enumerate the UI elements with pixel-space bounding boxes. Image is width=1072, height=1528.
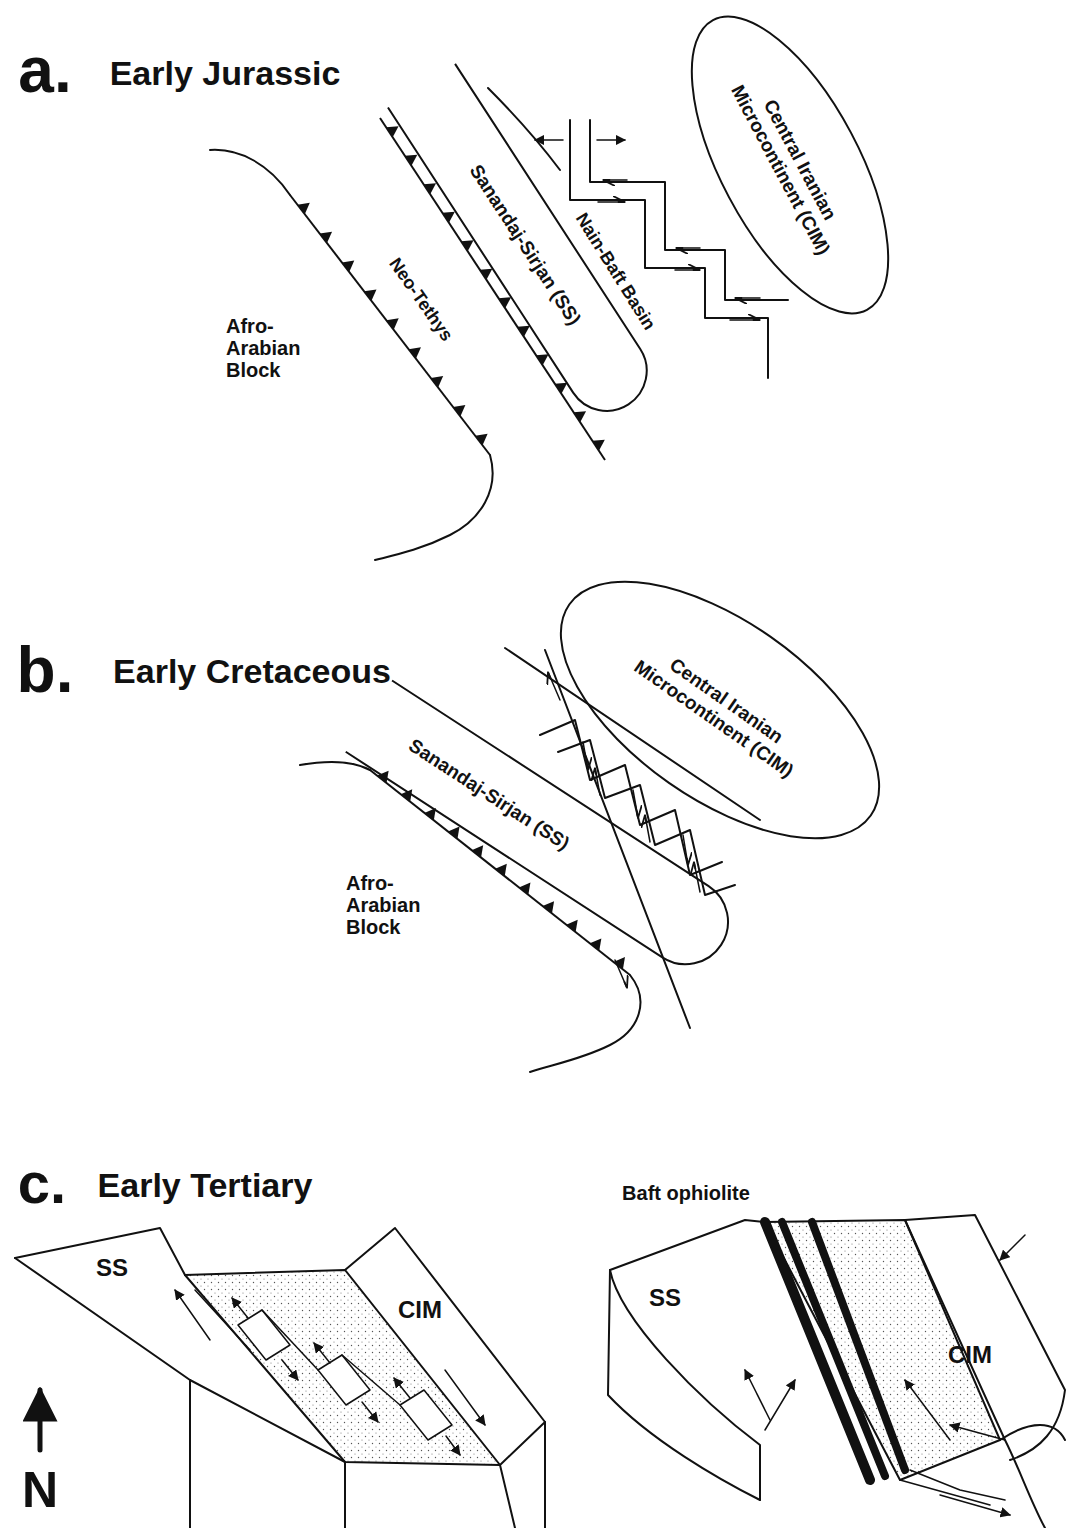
thrust-tooth (342, 261, 354, 272)
thrust-tooth (461, 240, 473, 251)
thrust-tooth (590, 938, 602, 950)
thrust-line (290, 195, 490, 455)
panel-title: Early Cretaceous (113, 653, 391, 690)
plate-name: Afro-Arabian Block (226, 315, 318, 381)
block-name: CIM (948, 1342, 992, 1368)
thrust-tooth (386, 318, 398, 329)
thrust-tooth (543, 901, 555, 913)
panel-title: Early Jurassic (110, 55, 341, 92)
thrust-tooth (495, 864, 507, 876)
terrane-band: Sanandaj-Sirjan (SS) (346, 680, 745, 980)
section-name: Baft ophiolite (622, 1182, 750, 1204)
thrust-tooth (320, 232, 332, 243)
thrust-tooth (448, 827, 460, 839)
panel-letter: c. (18, 1151, 66, 1215)
thrust-tooth (424, 183, 436, 194)
microcontinent-ellipse: Central Iranian Microcontinent (CIM) (517, 530, 923, 890)
thrust-tooth (480, 269, 492, 280)
panel-letter: a. (18, 35, 71, 105)
thrust-tooth (574, 411, 586, 422)
panel-letter: b. (17, 635, 74, 705)
thrust-tooth (536, 354, 548, 365)
region-name: Sanandaj-Sirjan (SS) (465, 161, 585, 330)
plate-name: Afro-Arabian Block (346, 872, 438, 938)
thrust-tooth (592, 440, 604, 451)
region-name: Central Iranian Microcontinent (CIM) (601, 618, 839, 803)
thrust-tooth (517, 326, 529, 337)
thrust-tooth (519, 882, 531, 894)
thrust-tooth (364, 289, 376, 300)
ocean-name: Neo-Tethys (384, 255, 456, 346)
thrust-tooth (405, 155, 417, 166)
thrust-tooth (499, 297, 511, 308)
panel-title: Early Tertiary (98, 1167, 313, 1204)
thrust-tooth (409, 347, 421, 358)
north-label: N (22, 1463, 58, 1518)
thrust-tooth (566, 920, 578, 932)
thrust-tooth (453, 405, 465, 416)
block-name: SS (96, 1255, 128, 1281)
thrust-tooth (442, 212, 454, 223)
region-name: Sanandaj-Sirjan (SS) (405, 734, 574, 854)
microcontinent-ellipse: Central Iranian Microcontinent (CIM) (651, 0, 930, 344)
thrust-tooth (386, 126, 398, 137)
thrust-tooth (297, 203, 309, 214)
block-name: SS (649, 1285, 681, 1311)
block-name: CIM (398, 1297, 442, 1323)
thrust-line (380, 118, 605, 460)
thrust-tooth (555, 383, 567, 394)
thrust-tooth (431, 376, 443, 387)
terrane-band: Sanandaj-Sirjan (SS) (388, 64, 662, 426)
thrust-tooth (613, 957, 625, 969)
thrust-tooth (472, 845, 484, 857)
thrust-tooth (475, 434, 487, 445)
region-name: Central Iranian Microcontinent (CIM) (719, 58, 861, 273)
